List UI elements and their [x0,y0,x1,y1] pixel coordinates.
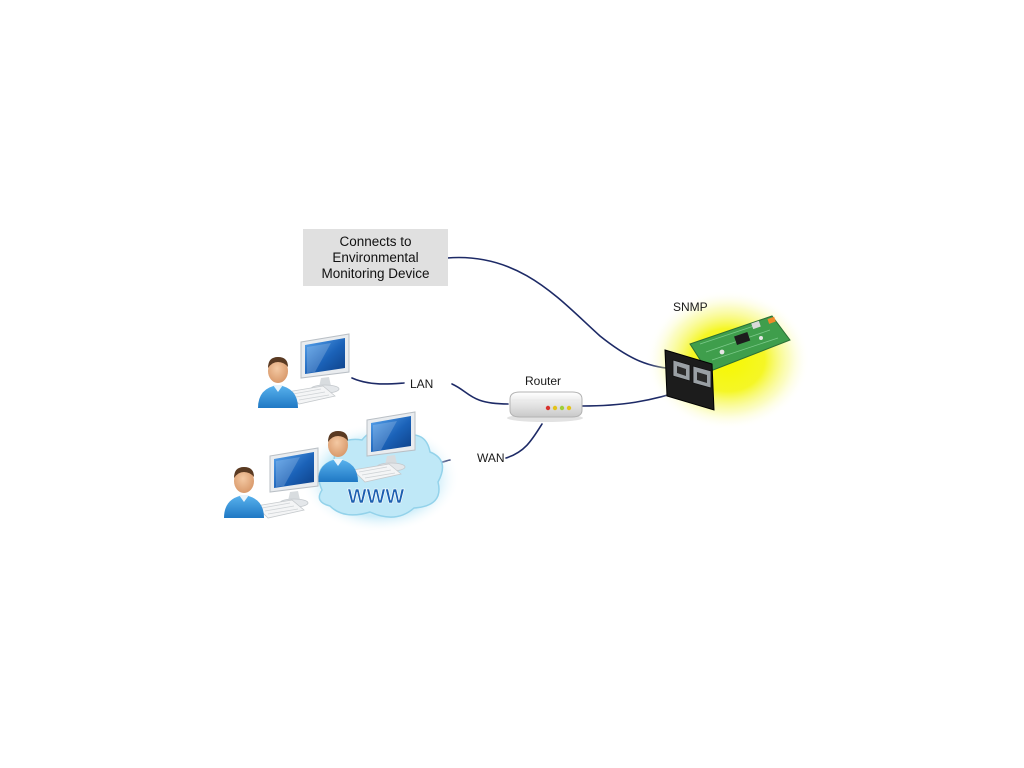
person-icon [258,357,298,408]
cable-environment-snmp [446,256,679,370]
environment-box-line-1: Connects to [339,234,411,249]
snmp-card-icon [646,290,810,430]
wan-workstation-left [224,447,319,519]
lan-workstation [258,333,350,408]
wan-label: WAN [477,451,505,465]
environment-box-line-2: Environmental [332,250,418,265]
monitor-icon [286,333,350,405]
monitor-icon [255,447,319,519]
person-icon [224,467,264,518]
snmp-label: SNMP [673,300,708,314]
router-label: Router [525,374,561,388]
environment-monitoring-box: Connects to Environmental Monitoring Dev… [303,229,448,286]
environment-box-line-3: Monitoring Device [321,266,429,281]
cable-wan-router [505,423,543,459]
cable-lan-left [351,377,405,385]
www-label: WWW [348,486,405,508]
lan-label: LAN [410,377,433,391]
cable-lan-router [451,383,509,405]
router-icon [507,391,583,422]
